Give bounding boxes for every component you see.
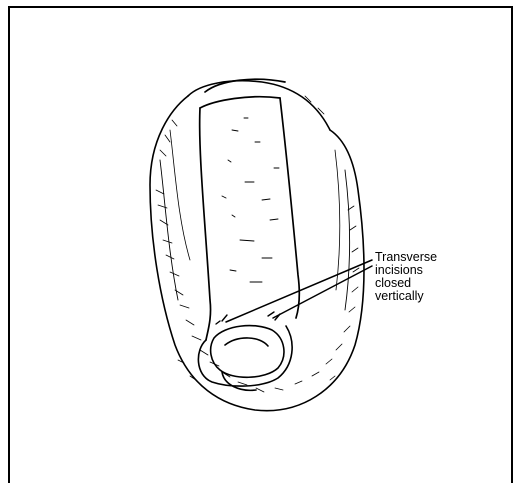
callout-label: Transverse incisions closed vertically: [375, 251, 437, 303]
shaft-texture: [222, 118, 279, 282]
skin-shading: [156, 96, 359, 392]
shaft: [200, 79, 300, 340]
outer-skin-fold: [150, 81, 364, 411]
callout-line-4: vertically: [375, 290, 437, 303]
callout-leader-lines: [226, 260, 372, 322]
glans: [198, 326, 292, 391]
